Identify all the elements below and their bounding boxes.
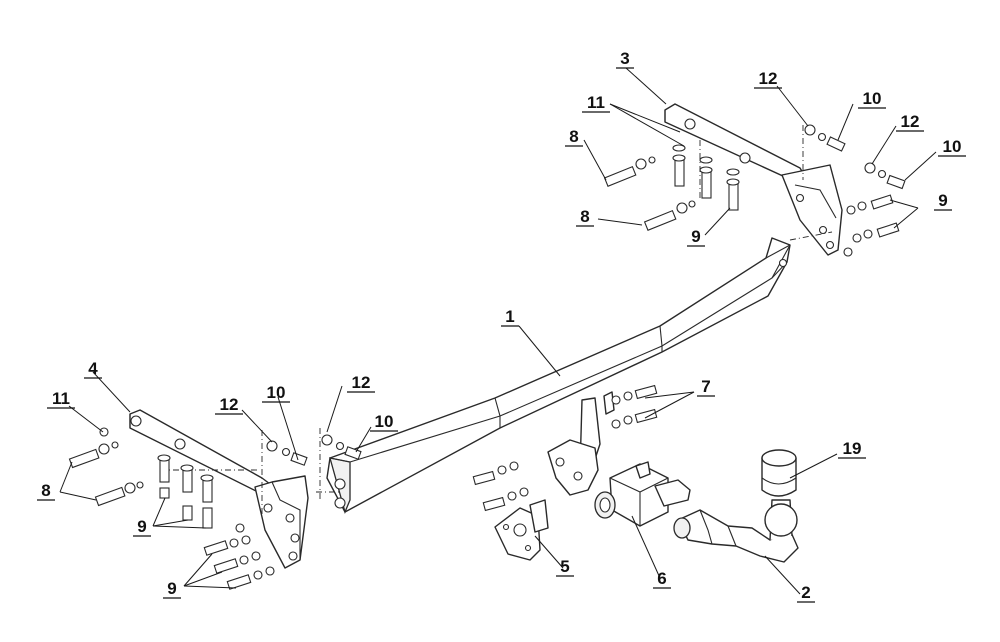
callout-part-1: 1 [505, 307, 514, 326]
vertical-bolt-icon [180, 464, 194, 521]
callout-part-9: 9 [938, 191, 947, 210]
callout-part-10: 10 [375, 412, 394, 431]
callout-underlines [37, 67, 966, 603]
callout-part-10: 10 [863, 89, 882, 108]
bolt-icon [846, 194, 894, 215]
bolt-icon [203, 535, 251, 556]
left-side-bracket-part-4 [129, 409, 309, 569]
bolt-icon [226, 566, 275, 590]
callout-part-9: 9 [691, 227, 700, 246]
centre-mounting-plates [547, 391, 615, 496]
electrical-socket-part-6 [594, 461, 691, 527]
vertical-bolt-icon [672, 144, 686, 187]
callout-part-6: 6 [657, 569, 666, 588]
cross-beam-part-1 [326, 237, 791, 514]
bolt-icon [643, 200, 696, 231]
callout-part-12: 12 [220, 395, 239, 414]
bolt-icon [94, 481, 144, 507]
bolt-icon [472, 461, 519, 486]
vertical-bolt-icon [699, 156, 713, 199]
bolt-icon [611, 384, 658, 405]
callout-part-8: 8 [569, 127, 578, 146]
callout-part-5: 5 [560, 557, 569, 576]
fastener-hardware [68, 124, 906, 590]
vertical-bolt-icon [157, 454, 171, 499]
bolt-icon [611, 408, 658, 429]
callout-part-10: 10 [943, 137, 962, 156]
callout-part-19: 19 [843, 439, 862, 458]
callout-part-12: 12 [352, 373, 371, 392]
bolt-icon [603, 156, 656, 187]
callout-part-4: 4 [88, 359, 98, 378]
callout-part-9: 9 [167, 579, 176, 598]
bolt-icon [482, 487, 529, 512]
callout-part-9: 9 [137, 517, 146, 536]
bolt-icon [213, 551, 261, 574]
towball-neck-part-2 [673, 499, 799, 563]
callout-labels: 1 2 3 4 5 6 7 8 8 8 9 9 9 9 10 10 10 10 … [41, 49, 961, 602]
bolt-icon [852, 222, 900, 243]
callout-part-7: 7 [701, 377, 710, 396]
leader-lines [59, 67, 937, 595]
callout-part-12: 12 [759, 69, 778, 88]
bolt-icon [68, 441, 119, 469]
callout-part-11: 11 [52, 389, 70, 408]
vertical-bolt-icon [200, 474, 214, 529]
callout-part-10: 10 [267, 383, 286, 402]
callout-part-12: 12 [901, 112, 920, 131]
callout-part-3: 3 [620, 49, 629, 68]
towball-cap-part-19 [761, 449, 797, 497]
callout-part-8: 8 [580, 207, 589, 226]
socket-plate-part-5 [494, 499, 549, 561]
callout-part-2: 2 [801, 583, 810, 602]
callout-part-8: 8 [41, 481, 50, 500]
callout-part-11: 11 [587, 93, 605, 112]
vertical-bolt-icon [726, 168, 740, 211]
right-side-bracket-part-3 [664, 103, 843, 256]
